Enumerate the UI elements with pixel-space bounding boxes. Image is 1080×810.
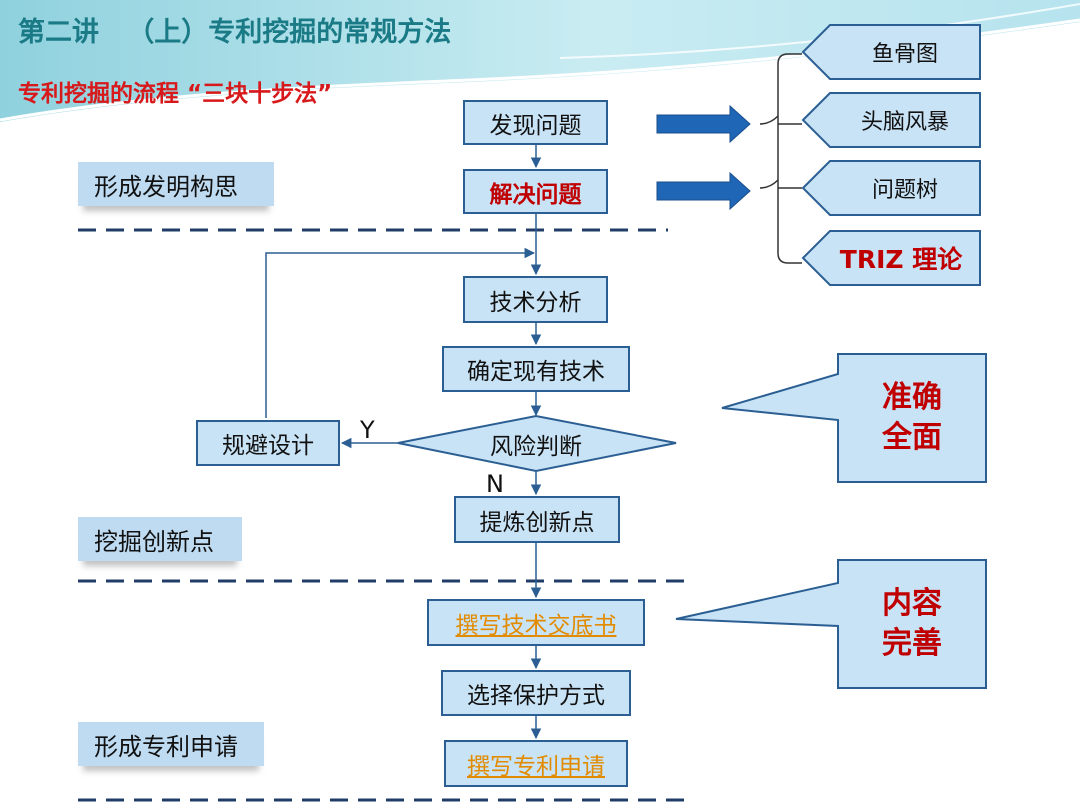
slide-title: 第二讲 （上）专利挖掘的常规方法	[18, 17, 452, 48]
callout-accurate-text: 准确 全面	[838, 378, 986, 458]
step-write-disclosure[interactable]: 撰写技术交底书	[427, 599, 645, 646]
slide-subtitle: 专利挖掘的流程 “三块十步法”	[18, 74, 332, 108]
step-write-application[interactable]: 撰写专利申请	[444, 740, 628, 787]
tool-tag-2	[801, 92, 981, 148]
section-label-innovation: 挖掘创新点	[78, 517, 242, 561]
step-find-problem: 发现问题	[463, 100, 608, 145]
step-avoid-design: 规避设计	[196, 420, 340, 466]
callout-complete	[675, 559, 987, 689]
section-label-application: 形成专利申请	[78, 722, 264, 766]
step-extract-innovation: 提炼创新点	[454, 496, 620, 543]
no-label: N	[486, 470, 504, 498]
callout-complete-text: 内容 完善	[838, 584, 986, 664]
arrow-right-1	[656, 104, 751, 144]
tool-tag-3	[801, 160, 981, 216]
step-solve-problem: 解决问题	[463, 169, 608, 214]
section-label-concept: 形成发明构思	[78, 162, 274, 206]
tool-tag-4	[801, 230, 981, 286]
arrow-right-2	[656, 171, 751, 211]
tool-tag-1	[801, 24, 981, 80]
write-disclosure-link[interactable]: 撰写技术交底书	[455, 612, 617, 639]
subtitle-method: “三块十步法”	[187, 81, 333, 107]
tool-fishbone: 鱼骨图	[871, 42, 938, 67]
write-application-link[interactable]: 撰写专利申请	[467, 753, 605, 780]
step-risk-judgement: 风险判断	[490, 434, 582, 460]
risk-decision-diamond	[397, 414, 677, 473]
tool-brainstorm: 头脑风暴	[860, 110, 949, 135]
callout-accurate-line1: 准确	[882, 380, 942, 415]
tools-bracket	[759, 53, 802, 264]
step-tech-analysis: 技术分析	[463, 276, 608, 323]
callout-complete-line1: 内容	[882, 586, 942, 621]
step-determine-prior-art: 确定现有技术	[442, 346, 630, 392]
step-choose-protection: 选择保护方式	[441, 670, 631, 716]
callout-accurate	[721, 353, 987, 483]
header-band	[0, 0, 1080, 122]
subtitle-main: 专利挖掘的流程	[18, 81, 179, 107]
yes-label: Y	[360, 416, 375, 444]
callout-complete-line2: 完善	[882, 626, 942, 661]
callout-accurate-line2: 全面	[882, 420, 942, 455]
tool-problem-tree: 问题树	[871, 178, 938, 203]
tool-triz: TRIZ 理论	[839, 245, 963, 274]
